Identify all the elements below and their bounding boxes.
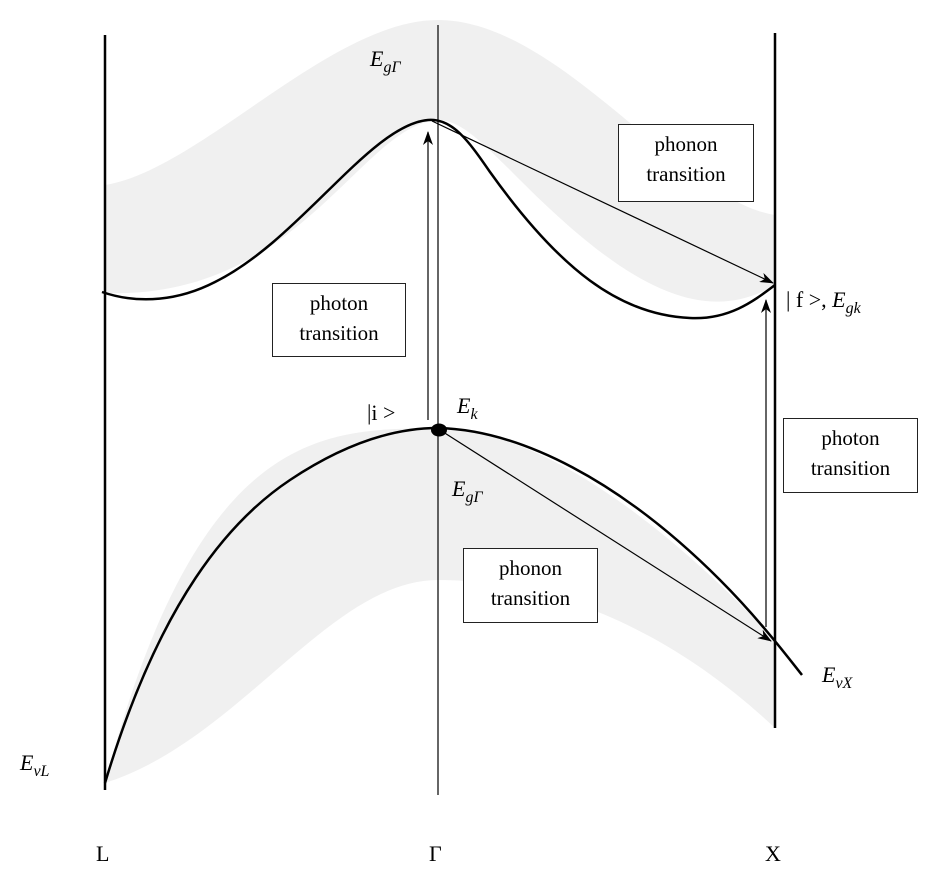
- label-EvL: EvL: [20, 750, 50, 780]
- valence-band-shading: [105, 428, 775, 783]
- axis-label-X: X: [765, 841, 781, 866]
- label-state-i: |i >: [367, 400, 396, 425]
- label-Eg-gamma-mid: EgΓ: [452, 476, 483, 506]
- label-EvX: EvX: [822, 662, 853, 692]
- label-Eg-gamma-top: EgΓ: [370, 46, 401, 76]
- phonon-arrow-lower: [439, 429, 772, 642]
- axis-label-gamma: Γ: [429, 841, 442, 866]
- initial-state-dot: [431, 423, 447, 437]
- label-state-f-Egk: | f >, Egk: [786, 287, 861, 317]
- phonon-arrow-upper: [431, 120, 774, 284]
- conduction-band-shading: [105, 20, 775, 302]
- conduction-band-curve: [101, 118, 776, 320]
- axis-label-L: L: [96, 841, 110, 866]
- label-Ek: Ek: [457, 393, 478, 423]
